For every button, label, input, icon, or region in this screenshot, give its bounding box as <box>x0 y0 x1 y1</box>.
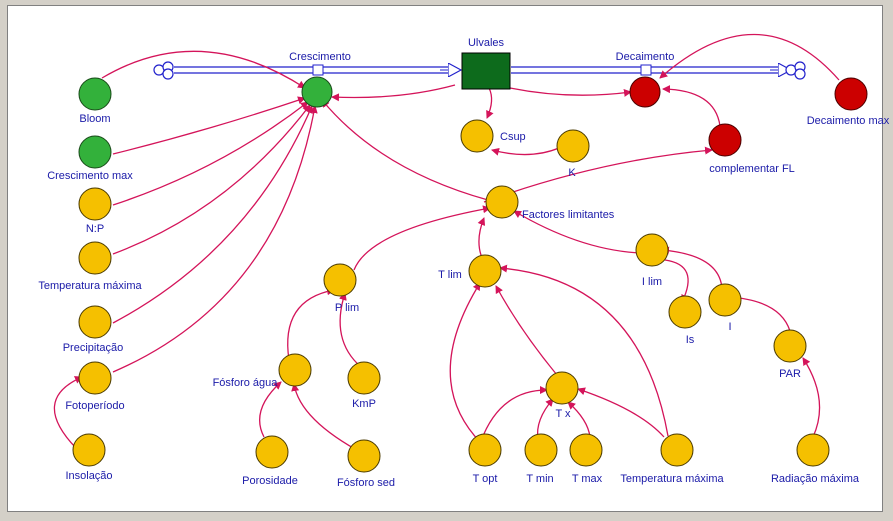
label-crescimento-max: Crescimento max <box>47 170 133 182</box>
converter-precipitacao[interactable] <box>78 305 112 339</box>
converter-decaimento-max[interactable] <box>834 77 868 111</box>
converter-t-lim[interactable] <box>468 254 502 288</box>
converter-bloom[interactable] <box>78 77 112 111</box>
converter-complementar-fl[interactable] <box>708 123 742 157</box>
converter-t-max[interactable] <box>569 433 603 467</box>
label-k: K <box>568 167 576 179</box>
model-diagram-area[interactable] <box>7 5 883 512</box>
label-is: Is <box>686 334 695 346</box>
label-fosforo-agua: Fósforo água <box>213 377 279 389</box>
converter-i-lim[interactable] <box>635 233 669 267</box>
connectors <box>53 33 840 455</box>
label-t-lim: T lim <box>438 269 462 281</box>
label-tx: T x <box>555 408 571 420</box>
converter-insolacao[interactable] <box>72 433 106 467</box>
converter-csup[interactable] <box>460 119 494 153</box>
label-precipitacao: Precipitação <box>63 342 124 354</box>
label-porosidade: Porosidade <box>242 475 298 487</box>
converter-k[interactable] <box>556 129 590 163</box>
label-radiacao-maxima: Radiação máxima <box>771 473 860 485</box>
cloud-icon <box>785 61 806 80</box>
label-fotoperiodo: Fotoperíodo <box>65 400 124 412</box>
stock-ulvales[interactable] <box>461 52 511 90</box>
label-p-lim: P lim <box>335 302 359 314</box>
converter-par[interactable] <box>773 329 807 363</box>
label-t-opt: T opt <box>473 473 498 485</box>
flow-valve-crescimento[interactable] <box>301 64 333 108</box>
label-par: PAR <box>779 368 801 380</box>
label-t-max: T max <box>572 473 603 485</box>
label-t-min: T min <box>526 473 553 485</box>
flow-valve-decaimento[interactable] <box>629 64 661 108</box>
converter-kmp[interactable] <box>347 361 381 395</box>
label-insolacao: Insolação <box>65 470 112 482</box>
label-i-lim: I lim <box>642 276 662 288</box>
converter-i[interactable] <box>708 283 742 317</box>
converter-p-lim[interactable] <box>323 263 357 297</box>
label-kmp: KmP <box>352 398 376 410</box>
converter-t-opt[interactable] <box>468 433 502 467</box>
label-ulvales: Ulvales <box>468 37 505 49</box>
label-fosforo-sed: Fósforo sed <box>337 477 395 489</box>
converter-fotoperiodo[interactable] <box>78 361 112 395</box>
label-factores-limitantes: Factores limitantes <box>522 209 615 221</box>
label-temperatura-maxima-left: Temperatura máxima <box>38 280 142 292</box>
converter-is[interactable] <box>668 295 702 329</box>
converter-crescimento-max[interactable] <box>78 135 112 169</box>
label-bloom: Bloom <box>79 113 110 125</box>
converter-factores-limitantes[interactable] <box>485 185 519 219</box>
label-crescimento: Crescimento <box>289 51 351 63</box>
converter-np[interactable] <box>78 187 112 221</box>
label-decaimento: Decaimento <box>616 51 675 63</box>
label-complementar-fl: complementar FL <box>709 163 795 175</box>
converter-tx[interactable] <box>545 371 579 405</box>
label-csup: Csup <box>500 131 526 143</box>
converter-porosidade[interactable] <box>255 435 289 469</box>
label-i: I <box>728 321 731 333</box>
label-temperatura-maxima-right: Temperatura máxima <box>620 473 724 485</box>
converter-t-min[interactable] <box>524 433 558 467</box>
converter-temperatura-maxima-right[interactable] <box>660 433 694 467</box>
converter-radiacao-maxima[interactable] <box>796 433 830 467</box>
converter-fosforo-agua[interactable] <box>278 353 312 387</box>
label-np: N:P <box>86 223 104 235</box>
converter-temperatura-maxima-left[interactable] <box>78 241 112 275</box>
cloud-icon <box>153 61 174 80</box>
label-decaimento-max: Decaimento max <box>807 115 890 127</box>
converter-fosforo-sed[interactable] <box>347 439 381 473</box>
